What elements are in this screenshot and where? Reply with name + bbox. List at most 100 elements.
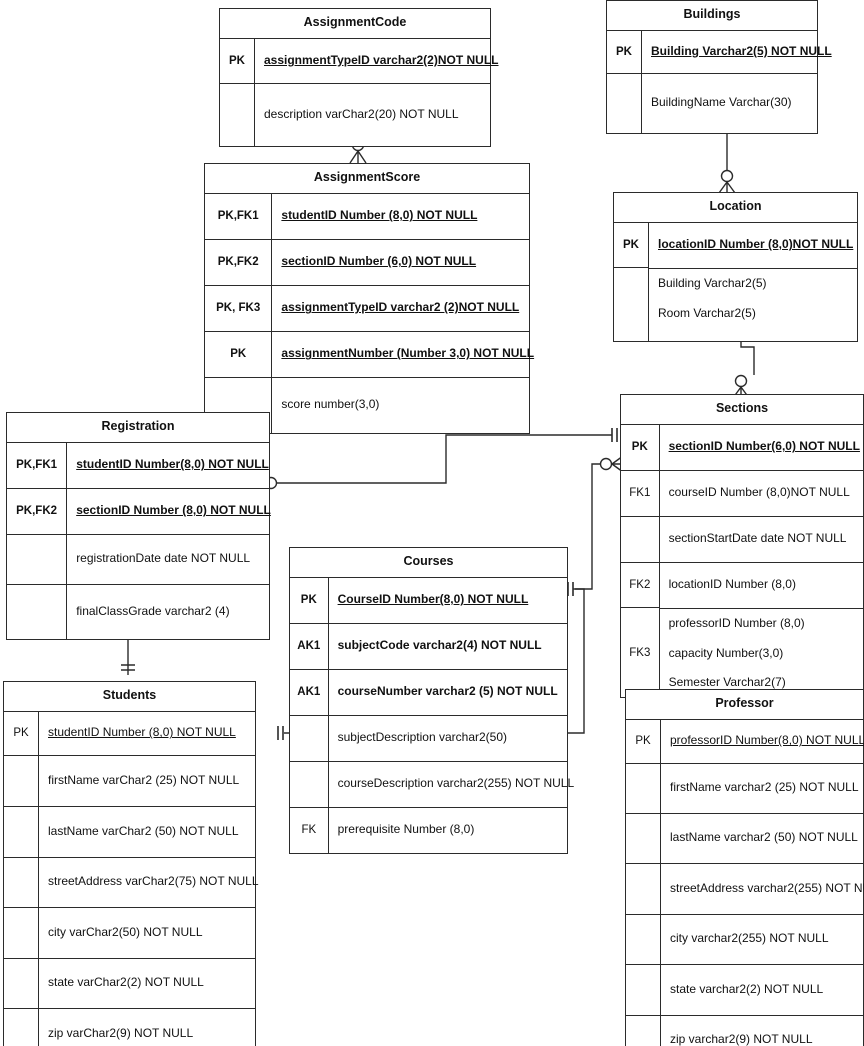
attribute-name-cell: lastName varChar2 (50) NOT NULL (38, 805, 255, 858)
attribute-key-cell: PK (220, 38, 255, 84)
attribute-key-cell: PK (205, 330, 273, 378)
attribute-key-cell: PK, FK3 (205, 284, 273, 332)
attribute-row: state varChar2(2) NOT NULL (4, 957, 255, 1009)
attribute-name-cell: assignmentNumber (Number 3,0) NOT NULL (271, 330, 534, 378)
attribute-row: lastName varChar2 (50) NOT NULL (4, 805, 255, 858)
attribute-key-cell (626, 963, 661, 1016)
attribute-row: lastName varchar2 (50) NOT NULL (626, 812, 863, 864)
attribute-key-cell (290, 714, 329, 762)
attribute-text: Room Varchar2(5) (658, 305, 756, 320)
attribute-name-cell: score number(3,0) (271, 376, 529, 433)
attribute-name-cell: firstName varChar2 (25) NOT NULL (38, 754, 255, 807)
attribute-key-cell: PK,FK2 (205, 238, 273, 286)
attribute-name-cell: streetAddress varchar2(255) NOT NULL (660, 862, 864, 915)
attribute-key-cell (4, 1007, 39, 1046)
attribute-row: subjectDescription varchar2(50) (290, 714, 567, 762)
attribute-name-cell: prerequisite Number (8,0) (328, 806, 567, 853)
attribute-row: zip varChar2(9) NOT NULL (4, 1007, 255, 1046)
attribute-name-cell: state varchar2(2) NOT NULL (660, 963, 863, 1016)
attribute-row: courseDescription varchar2(255) NOT NULL (290, 760, 574, 808)
attribute-name-cell: BuildingName Varchar(30) (641, 72, 817, 133)
attribute-name-cell: CourseID Number(8,0) NOT NULL (337, 592, 529, 607)
attribute-text: capacity Number(3,0) (668, 645, 784, 660)
attribute-key-cell (626, 762, 661, 814)
attribute-name-cell: registrationDate date NOT NULL (66, 533, 269, 585)
attribute-row: city varchar2(255) NOT NULL (626, 913, 863, 965)
attribute-key-cell: PK (626, 719, 661, 764)
attribute-name-cell: assignmentTypeID varchar2 (2)NOT NULL (271, 284, 529, 332)
attribute-name-cell: locationID Number (8,0)NOT NULL (658, 237, 854, 252)
attribute-name-cell: state varChar2(2) NOT NULL (38, 957, 255, 1009)
attribute-name-cell: sectionID Number (6,0) NOT NULL (271, 238, 529, 286)
attribute-key-cell: PK (4, 711, 39, 756)
entity-title-courses: Courses (290, 548, 567, 578)
attribute-name-cell: studentID Number (8,0) NOT NULL (281, 208, 478, 223)
attribute-key-cell: FK3 (621, 607, 660, 697)
attribute-key-cell (7, 583, 68, 639)
attribute-key-cell: AK1 (290, 668, 329, 716)
attribute-row: zip varchar2(9) NOT NULL (626, 1014, 863, 1046)
attribute-name-cell: zip varChar2(9) NOT NULL (38, 1007, 255, 1046)
attribute-key-cell: PK,FK1 (7, 442, 68, 489)
attribute-name-cell: professorID Number (8,0)capacity Number(… (659, 607, 863, 697)
attribute-name-cell: Building Varchar2(5) Room Varchar2(5) (649, 267, 857, 341)
entity-title-students: Students (4, 682, 255, 712)
attribute-key-cell: AK1 (290, 622, 329, 670)
attribute-name-cell: subjectDescription varchar2(50) (328, 714, 567, 762)
entity-title-location: Location (614, 193, 857, 223)
attribute-name-cell: sectionID Number (8,0) NOT NULL (66, 487, 271, 535)
attribute-row: state varchar2(2) NOT NULL (626, 963, 863, 1016)
attribute-row: BuildingName Varchar(30) (607, 72, 817, 133)
attribute-key-cell (614, 267, 649, 341)
attribute-name-cell: locationID Number (8,0) (659, 561, 863, 608)
attribute-key-cell (626, 862, 661, 915)
attribute-key-cell: FK1 (621, 469, 660, 517)
attribute-name-cell: city varChar2(50) NOT NULL (38, 906, 255, 959)
attribute-name-cell: sectionStartDate date NOT NULL (659, 515, 863, 563)
attribute-text: Building Varchar2(5) (658, 275, 767, 290)
entity-title-registration: Registration (7, 413, 269, 443)
attribute-key-cell (4, 906, 39, 959)
attribute-key-cell: FK2 (621, 561, 660, 608)
attribute-name-cell: courseID Number (8,0)NOT NULL (659, 469, 863, 517)
attribute-row: firstName varChar2 (25) NOT NULL (4, 754, 255, 807)
attribute-name-cell: professorID Number(8,0) NOT NULL (670, 733, 864, 748)
attribute-key-cell (607, 72, 642, 133)
attribute-row: streetAddress varchar2(255) NOT NULL (626, 862, 864, 915)
attribute-key-cell: PK (607, 30, 642, 74)
attribute-key-cell: PK (621, 424, 660, 471)
attribute-key-cell (626, 913, 661, 965)
entity-title-professor: Professor (626, 690, 863, 720)
entity-title-assignmentcode: AssignmentCode (220, 9, 490, 39)
attribute-row: sectionStartDate date NOT NULL (621, 515, 863, 563)
attribute-key-cell: FK (290, 806, 329, 853)
attribute-row: streetAddress varChar2(75) NOT NULL (4, 856, 259, 908)
attribute-row: PK sectionID Number(6,0) NOT NULL (621, 424, 863, 471)
attribute-key-cell (290, 760, 329, 808)
attribute-name-cell: sectionID Number(6,0) NOT NULL (668, 439, 860, 454)
attribute-name-cell: zip varchar2(9) NOT NULL (660, 1014, 863, 1046)
